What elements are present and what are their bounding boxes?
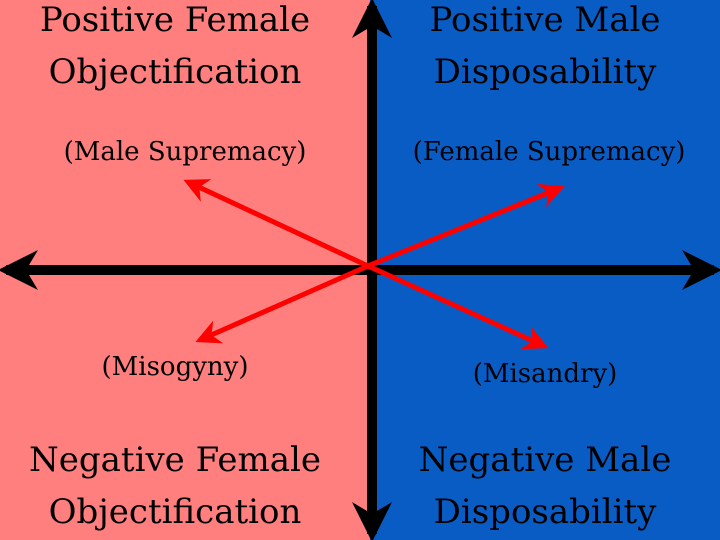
arrow-to-female-supremacy [367, 183, 565, 269]
arrow-to-misogyny [195, 263, 370, 344]
top-right-quadrant-title: Positive Male Disposability [370, 0, 720, 98]
title-line: Positive Male [429, 0, 661, 40]
title-line: Negative Female [29, 440, 321, 480]
title-line: Disposability [433, 52, 657, 92]
misandry-label: (Misandry) [472, 359, 618, 389]
male-supremacy-label: (Male Supremacy) [63, 137, 307, 167]
female-supremacy-label: (Female Supremacy) [412, 137, 686, 167]
bottom-right-quadrant-title: Negative Male Disposability [370, 434, 720, 538]
top-left-quadrant-title: Positive Female Objectification [0, 0, 350, 98]
title-line: Positive Female [39, 0, 311, 40]
title-line: Disposability [433, 492, 657, 532]
arrow-to-male-supremacy [183, 179, 370, 269]
title-line: Objectification [48, 492, 302, 532]
title-line: Objectification [48, 52, 302, 92]
bottom-left-quadrant-title: Negative Female Objectification [0, 434, 350, 538]
arrow-to-misandry [366, 263, 549, 350]
title-line: Negative Male [418, 440, 672, 480]
misogyny-label: (Misogyny) [101, 352, 249, 382]
